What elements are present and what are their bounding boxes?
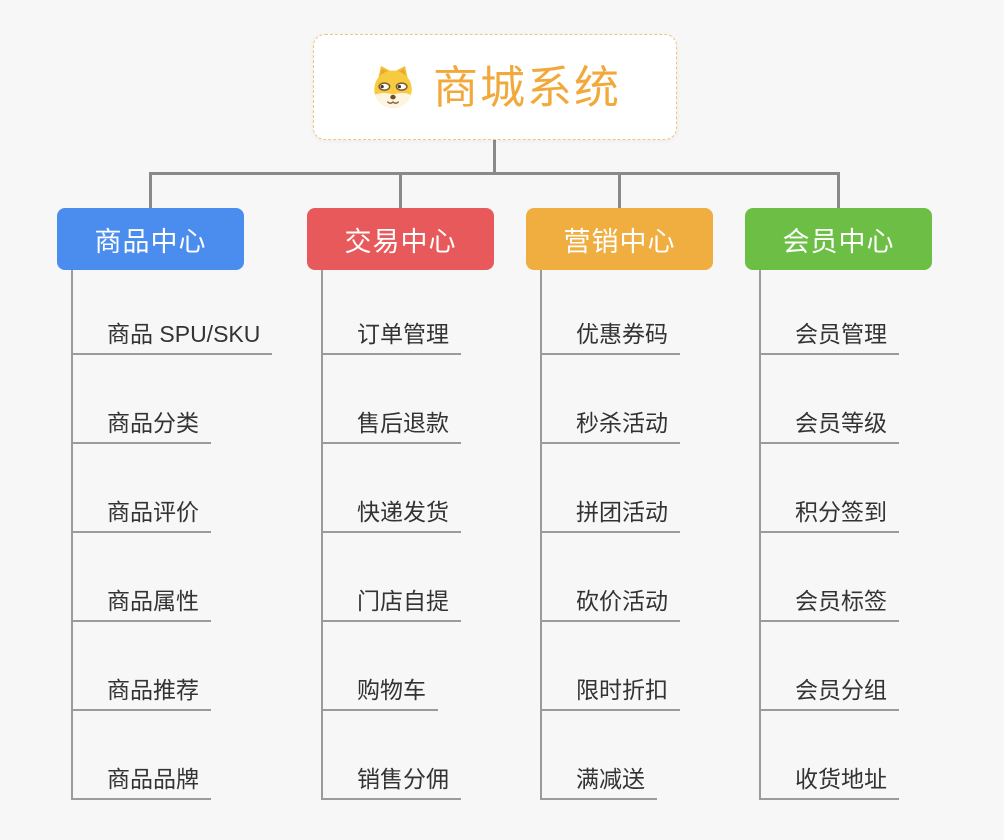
branch-marketing-center: 营销中心 优惠券码 秒杀活动 拼团活动 砍价活动 限时折扣 满减送 xyxy=(526,208,786,800)
topic-item[interactable]: 会员管理 xyxy=(759,319,899,355)
topic-item[interactable]: 商品 SPU/SKU xyxy=(71,319,273,355)
topic-item[interactable]: 收货地址 xyxy=(759,764,899,800)
branch-connector-drop xyxy=(399,172,402,208)
branch-connector-drop xyxy=(618,172,621,208)
topic-item[interactable]: 会员等级 xyxy=(759,408,899,444)
branch-topic[interactable]: 营销中心 xyxy=(526,208,713,270)
topic-item[interactable]: 订单管理 xyxy=(321,319,461,355)
branch-connector-drop xyxy=(837,172,840,208)
branch-connector-drop xyxy=(149,172,152,208)
topic-item[interactable]: 会员分组 xyxy=(759,675,899,711)
branch-spine-line xyxy=(71,270,73,800)
topic-item[interactable]: 优惠券码 xyxy=(540,319,680,355)
branch-member-center: 会员中心 会员管理 会员等级 积分签到 会员标签 会员分组 收货地址 xyxy=(745,208,1004,800)
topic-item[interactable]: 满减送 xyxy=(540,764,657,800)
root-topic[interactable]: 商城系统 xyxy=(313,34,677,140)
topic-item[interactable]: 限时折扣 xyxy=(540,675,680,711)
branch-product-center: 商品中心 商品 SPU/SKU 商品分类 商品评价 商品属性 商品推荐 商品品牌 xyxy=(57,208,317,800)
branch-spine-line xyxy=(759,270,761,800)
topic-item[interactable]: 快递发货 xyxy=(321,497,461,533)
topic-item[interactable]: 商品推荐 xyxy=(71,675,211,711)
topic-item[interactable]: 积分签到 xyxy=(759,497,899,533)
topic-item[interactable]: 门店自提 xyxy=(321,586,461,622)
topic-item[interactable]: 商品属性 xyxy=(71,586,211,622)
topic-item[interactable]: 商品评价 xyxy=(71,497,211,533)
topic-item[interactable]: 售后退款 xyxy=(321,408,461,444)
branch-connector-bus xyxy=(149,172,840,175)
branch-topic[interactable]: 商品中心 xyxy=(57,208,244,270)
branch-spine-line xyxy=(540,270,542,800)
root-topic-title: 商城系统 xyxy=(432,61,621,113)
topic-item[interactable]: 会员标签 xyxy=(759,586,899,622)
branch-spine-line xyxy=(321,270,323,800)
branch-trade-center: 交易中心 订单管理 售后退款 快递发货 门店自提 购物车 销售分佣 xyxy=(307,208,567,800)
topic-item[interactable]: 商品品牌 xyxy=(71,764,211,800)
topic-item[interactable]: 砍价活动 xyxy=(540,586,680,622)
dog-face-icon xyxy=(369,63,417,111)
topic-item[interactable]: 拼团活动 xyxy=(540,497,680,533)
branch-topic[interactable]: 会员中心 xyxy=(745,208,932,270)
topic-item[interactable]: 销售分佣 xyxy=(321,764,461,800)
branch-topic[interactable]: 交易中心 xyxy=(307,208,494,270)
topic-item[interactable]: 秒杀活动 xyxy=(540,408,680,444)
topic-item[interactable]: 购物车 xyxy=(321,675,438,711)
topic-item[interactable]: 商品分类 xyxy=(71,408,211,444)
root-connector-stub xyxy=(493,140,496,175)
